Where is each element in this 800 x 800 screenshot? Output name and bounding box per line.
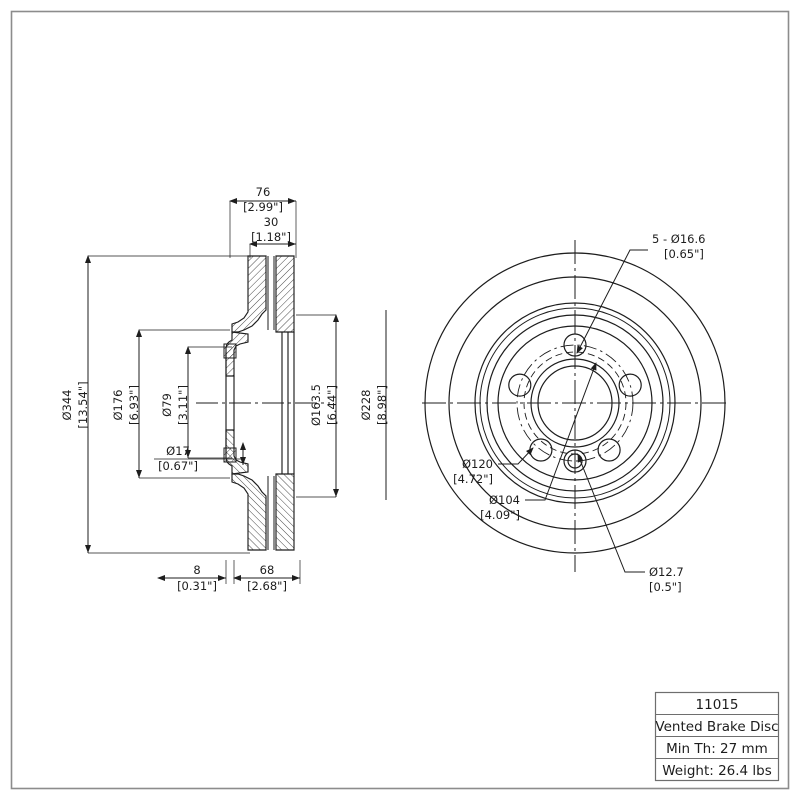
dimtext-dia-vent-metric: Ø163.5 xyxy=(309,384,323,426)
dimtext-dia-bore-metric: Ø79 xyxy=(160,393,174,417)
cross-section-view xyxy=(196,255,330,551)
callout-bolt-circle-metric: Ø120 xyxy=(462,457,493,471)
sheet-border xyxy=(10,10,790,790)
mounting-flange-circle xyxy=(497,325,653,481)
dimtext-dia-outer-metric: Ø344 xyxy=(60,389,74,420)
pin-hole-outer xyxy=(563,449,587,473)
dimtext-flange-thk-imperial: [0.31"] xyxy=(177,579,217,593)
dimtext-dia-hat-imperial: [6.93"] xyxy=(127,385,141,425)
friction-plate-inboard-upper xyxy=(275,255,295,333)
dimtext-dia-vent-imperial: [6.44"] xyxy=(325,385,339,425)
callout-pilot-circle-imperial: [4.09"] xyxy=(480,508,520,522)
dimtext-dia-bore-imperial: [3.11"] xyxy=(176,385,190,425)
lug-hole-1 xyxy=(563,333,587,357)
lug-hole-group xyxy=(508,333,642,462)
dimtext-width-offset-imperial: [1.18"] xyxy=(251,230,291,244)
title-block-part-number: 11015 xyxy=(696,697,739,713)
friction-plate-outboard-upper xyxy=(231,255,267,333)
rotor-upper-half xyxy=(225,255,295,377)
front-face-view xyxy=(422,240,728,572)
bolt-circle-reference xyxy=(516,344,634,462)
hat-outer-circle-inner xyxy=(479,307,671,499)
disc-outer-circle xyxy=(424,252,726,554)
title-block-description: Vented Brake Disc xyxy=(655,719,778,735)
dimtext-hat-depth-imperial: [2.68"] xyxy=(247,579,287,593)
callout-pin-hole-imperial: [0.5"] xyxy=(649,580,682,594)
center-bore-circle xyxy=(537,365,613,441)
lug-hole-5 xyxy=(508,373,532,397)
dimtext-dia-outer-imperial: [13.54"] xyxy=(76,381,90,428)
leader-pin-hole xyxy=(577,454,645,573)
dimtext-dia-lughole-metric: Ø17 xyxy=(166,444,190,458)
lug-hole-3 xyxy=(597,438,621,462)
disc-friction-inner-circle xyxy=(448,276,702,530)
callout-bolt-circle-imperial: [4.72"] xyxy=(453,472,493,486)
callout-lug-holes-imperial: [0.65"] xyxy=(664,247,704,261)
dimtext-dia-lughole-imperial: [0.67"] xyxy=(158,459,198,473)
callout-pilot-circle-metric: Ø104 xyxy=(489,493,520,507)
dimtext-dia-friction-metric: Ø228 xyxy=(359,389,373,420)
dimtext-width-total-imperial: [2.99"] xyxy=(243,200,283,214)
hat-wall-upper xyxy=(225,331,249,377)
front-callout-leaders xyxy=(498,249,648,573)
dimtext-flange-thk-metric: 8 xyxy=(193,563,200,577)
dimtext-width-total-metric: 76 xyxy=(256,185,271,199)
dimtext-width-offset-metric: 30 xyxy=(264,215,279,229)
callout-lug-holes-metric: 5 - Ø16.6 xyxy=(652,232,705,246)
title-block-weight: Weight: 26.4 lbs xyxy=(662,763,772,779)
title-block-min-thickness: Min Th: 27 mm xyxy=(666,741,768,757)
dimtext-hat-depth-metric: 68 xyxy=(260,563,275,577)
callout-pin-hole-metric: Ø12.7 xyxy=(649,565,684,579)
lug-hole-section-marks xyxy=(223,343,237,463)
center-bore-lip-circle xyxy=(530,358,620,448)
hat-outer-circle xyxy=(474,302,676,504)
leader-pilot-circle xyxy=(525,362,597,501)
dimtext-dia-hat-metric: Ø176 xyxy=(111,389,125,420)
title-block: 11015 Vented Brake Disc Min Th: 27 mm We… xyxy=(654,691,780,782)
lug-hole-2 xyxy=(618,373,642,397)
dimtext-dia-friction-imperial: [8.98"] xyxy=(375,385,389,425)
section-dimensions xyxy=(85,198,387,584)
hat-face-circle xyxy=(486,314,664,492)
leader-bolt-circle xyxy=(498,447,534,465)
leader-lug-holes xyxy=(576,249,648,354)
